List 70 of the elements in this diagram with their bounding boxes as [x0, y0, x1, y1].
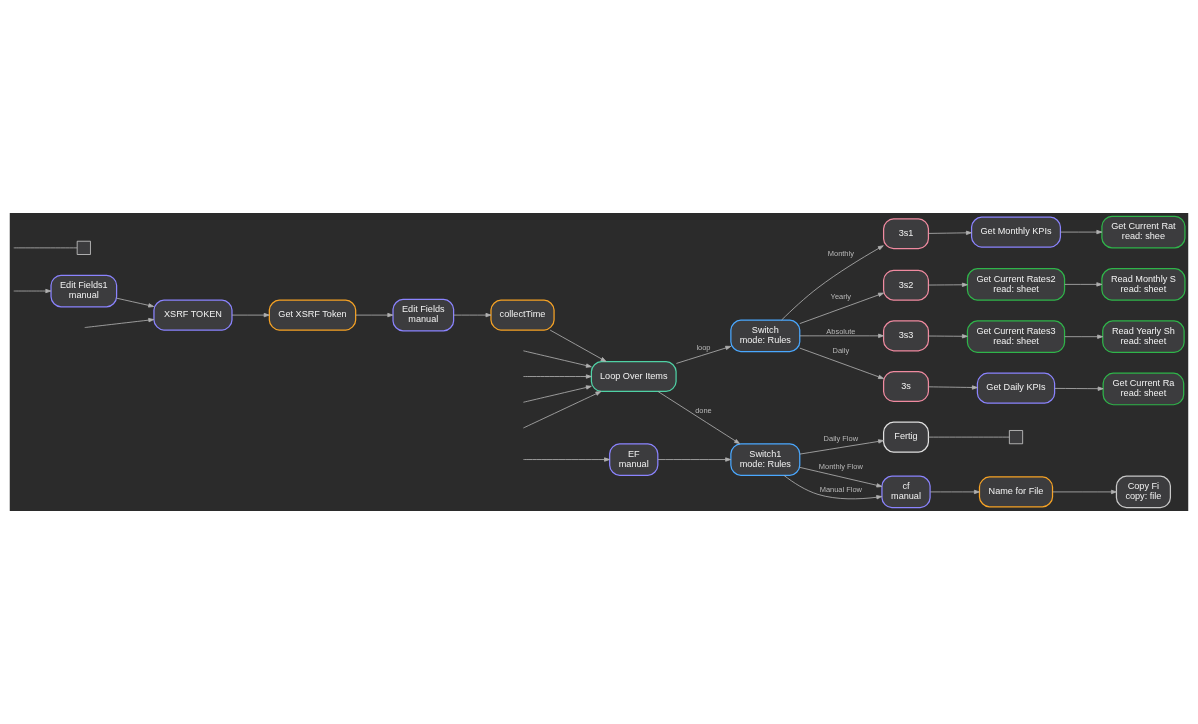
node-box: 3s1: [882, 218, 930, 250]
arrow: [84, 318, 155, 328]
arrow: [928, 385, 978, 390]
node-box: collectTime: [490, 299, 555, 331]
edge-label: Absolute: [826, 326, 856, 336]
node-box: 3s2: [882, 269, 930, 301]
node-box: Get Daily KPIs: [976, 372, 1056, 404]
edge-label: Daily Flow: [823, 434, 859, 444]
node-box: cf manual: [881, 475, 931, 509]
edge-label: loop: [696, 343, 711, 353]
edge-label: done: [695, 406, 712, 416]
arrow: [929, 489, 980, 495]
node-box: [1008, 430, 1024, 445]
arrow: [1060, 229, 1103, 235]
arrow: [657, 391, 740, 445]
arrow: [799, 466, 883, 488]
node-box: Read Monthly S read: sheet: [1101, 268, 1186, 301]
node-box: Switch mode: Rules: [730, 319, 801, 353]
arrow: [523, 374, 592, 379]
arrow: [116, 297, 155, 308]
node-box: Switch1 mode: Rules: [730, 443, 801, 476]
arrow: [231, 312, 270, 318]
edge-label: Yearly: [830, 291, 852, 301]
arrow: [799, 292, 884, 324]
connector: [928, 436, 1010, 438]
arrow: [523, 457, 610, 462]
node-box: Fertig: [882, 421, 930, 453]
connector: [13, 247, 78, 249]
arrow: [928, 334, 968, 339]
arrow: [928, 282, 968, 287]
arrow: [799, 333, 884, 338]
arrow: [657, 457, 732, 462]
arrow: [799, 439, 884, 455]
arrow: [549, 329, 607, 362]
node-box: [76, 240, 91, 255]
node-box: Get Current Rates3 read: sheet: [966, 320, 1066, 354]
node-box: Read Yearly Sh read: sheet: [1102, 320, 1185, 354]
arrow: [781, 245, 884, 321]
arrow: [355, 312, 394, 318]
arrow: [1064, 282, 1103, 287]
arrow: [783, 474, 883, 500]
arrow: [523, 350, 592, 368]
node-box: 3s: [882, 370, 930, 403]
node-box: XSRF TOKEN: [153, 299, 233, 331]
edge-label: Daily: [832, 345, 850, 355]
node-box: Get Current Rates2 read: sheet: [966, 268, 1066, 301]
node-box: Edit Fields manual: [392, 298, 455, 332]
edge-label: Manual Flow: [819, 485, 863, 495]
node-box: Get Monthly KPIs: [970, 216, 1062, 248]
node-box: Get XSRF Token: [268, 299, 357, 331]
node-box: 3s3: [882, 320, 930, 352]
node-box: Name for File: [978, 476, 1054, 508]
arrow: [1054, 386, 1104, 391]
arrow: [453, 312, 492, 318]
node-box: Copy Fi copy: file: [1115, 475, 1172, 509]
arrow: [523, 391, 602, 429]
node-box: Edit Fields1 manual: [50, 274, 118, 308]
arrow: [523, 385, 592, 403]
arrow: [1064, 334, 1103, 339]
arrow: [13, 288, 52, 294]
node-box: Loop Over Items: [590, 360, 677, 393]
edge-label: Monthly: [827, 248, 854, 258]
edge-label: Monthly Flow: [818, 461, 863, 471]
node-box: Get Current Ra read: sheet: [1102, 372, 1185, 406]
arrow: [676, 345, 732, 364]
arrow: [1052, 489, 1117, 495]
arrow: [799, 347, 884, 379]
arrow: [928, 230, 972, 235]
node-box: EF manual: [609, 443, 659, 476]
node-box: Get Current Rat read: shee: [1101, 215, 1186, 249]
